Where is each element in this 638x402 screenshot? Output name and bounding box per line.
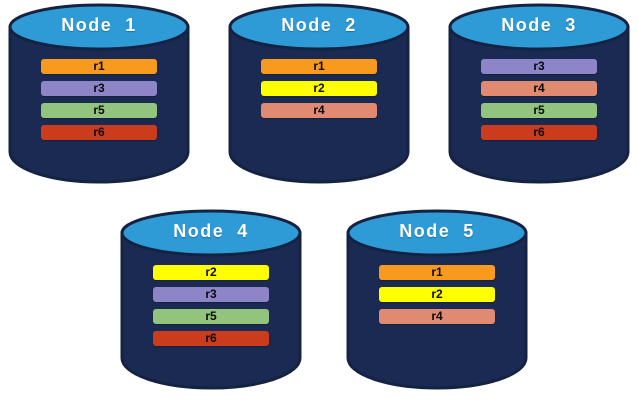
record-list: r2 r3 r5 r6 bbox=[153, 265, 269, 353]
node-cylinder-1[interactable]: Node 1 r1 r3 r5 r6 bbox=[8, 2, 190, 184]
record-bar[interactable]: r4 bbox=[481, 81, 597, 96]
record-bar[interactable]: r3 bbox=[41, 81, 157, 96]
node-title: Node 3 bbox=[501, 15, 577, 35]
record-list: r3 r4 r5 r6 bbox=[481, 59, 597, 147]
record-bar[interactable]: r1 bbox=[41, 59, 157, 74]
record-bar[interactable]: r4 bbox=[379, 309, 495, 324]
record-list: r1 r2 r4 bbox=[379, 265, 495, 331]
record-bar[interactable]: r5 bbox=[481, 103, 597, 118]
record-bar[interactable]: r1 bbox=[379, 265, 495, 280]
record-bar[interactable]: r2 bbox=[261, 81, 377, 96]
node-title: Node 1 bbox=[61, 15, 137, 35]
record-bar[interactable]: r3 bbox=[153, 287, 269, 302]
record-bar[interactable]: r2 bbox=[153, 265, 269, 280]
node-cylinder-5[interactable]: Node 5 r1 r2 r4 bbox=[346, 208, 528, 390]
node-cylinder-3[interactable]: Node 3 r3 r4 r5 r6 bbox=[448, 2, 630, 184]
record-bar[interactable]: r6 bbox=[153, 331, 269, 346]
record-bar[interactable]: r6 bbox=[481, 125, 597, 140]
node-title: Node 2 bbox=[281, 15, 357, 35]
node-cylinder-4[interactable]: Node 4 r2 r3 r5 r6 bbox=[120, 208, 302, 390]
record-list: r1 r2 r4 bbox=[261, 59, 377, 125]
record-bar[interactable]: r6 bbox=[41, 125, 157, 140]
node-cylinder-2[interactable]: Node 2 r1 r2 r4 bbox=[228, 2, 410, 184]
record-bar[interactable]: r3 bbox=[481, 59, 597, 74]
record-bar[interactable]: r2 bbox=[379, 287, 495, 302]
node-title: Node 4 bbox=[173, 221, 249, 241]
record-list: r1 r3 r5 r6 bbox=[41, 59, 157, 147]
record-bar[interactable]: r5 bbox=[41, 103, 157, 118]
record-bar[interactable]: r1 bbox=[261, 59, 377, 74]
node-title: Node 5 bbox=[399, 221, 475, 241]
record-bar[interactable]: r4 bbox=[261, 103, 377, 118]
record-bar[interactable]: r5 bbox=[153, 309, 269, 324]
